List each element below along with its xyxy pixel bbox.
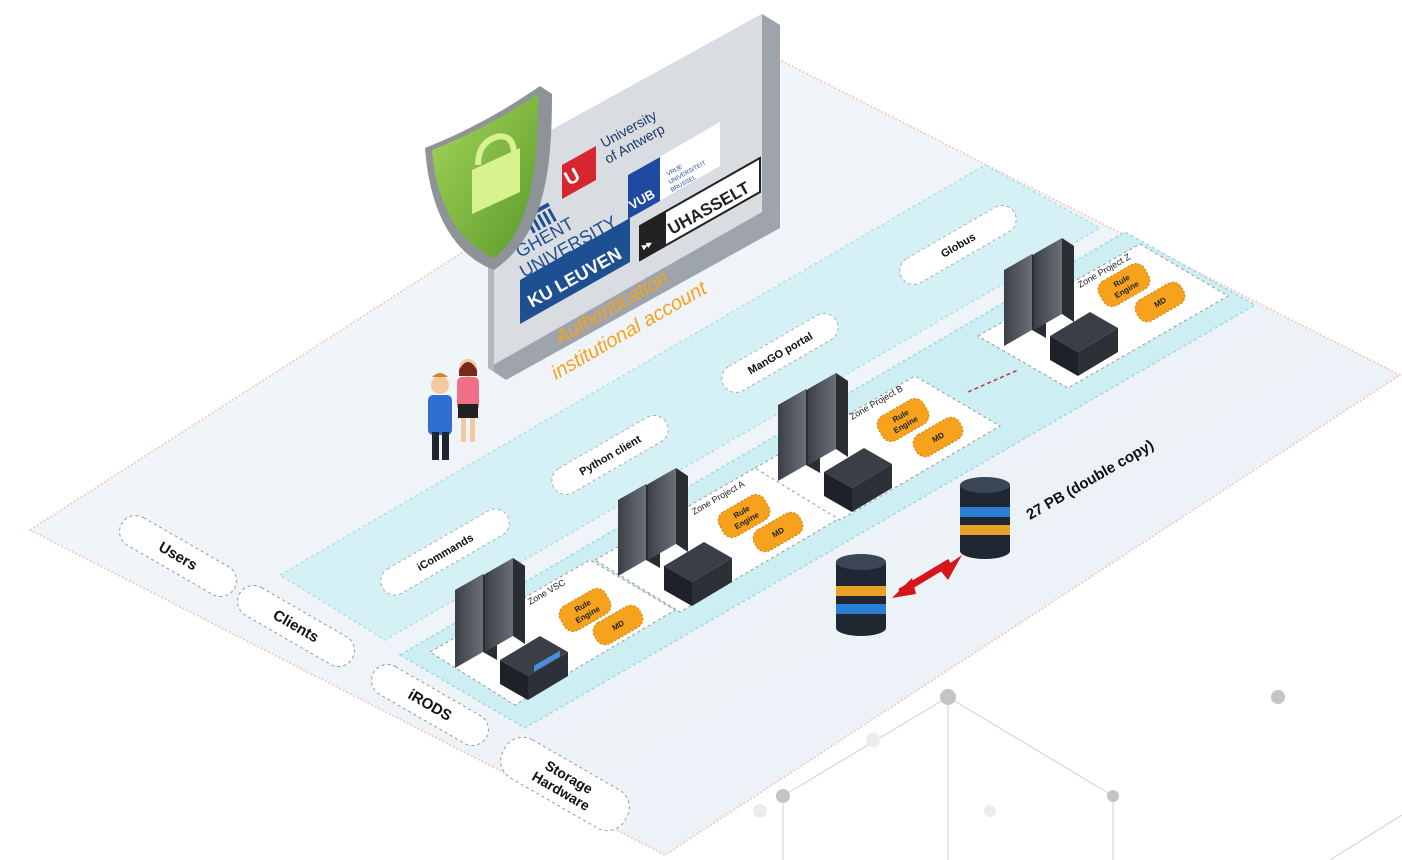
rack-icon: [618, 468, 688, 576]
zone-connector-line: [967, 369, 1019, 393]
logo-vub: VUB VRIJE UNIVERSITEIT BRUSSEL: [626, 122, 720, 219]
zone-vsc-rule-engine: Rule Engine: [558, 588, 612, 632]
zone-project-z-card: [976, 243, 1229, 389]
zone-project-b-card: [754, 375, 1001, 521]
network-decoration: [753, 689, 1402, 860]
server-icon: [664, 542, 732, 606]
rack-icon: [1004, 238, 1074, 346]
zone-project-a: Zone Project A Rule Engine MD: [594, 467, 841, 613]
zone-vsc-card: [429, 559, 676, 706]
database-icon-left: [836, 554, 886, 636]
database-icon-right: [960, 477, 1010, 559]
users-people-icon: [428, 359, 479, 460]
client-icommands: iCommands: [380, 508, 510, 596]
zone-vsc-md: MD: [592, 604, 644, 646]
zone-vsc: Zone VSC Rule Engine MD: [429, 558, 676, 706]
zone-project-z-rule-engine: Rule Engine: [1097, 263, 1151, 307]
layer-storage: Storage Hardware: [500, 736, 630, 832]
man-figure-icon: [428, 373, 452, 460]
zone-project-z: Zone Project Z Rule Engine MD: [976, 238, 1229, 389]
zone-project-b-md: MD: [912, 416, 964, 458]
replication-arrow-icon: [892, 555, 962, 598]
lock-icon: [472, 133, 520, 214]
woman-figure-icon: [457, 359, 479, 442]
server-icon: [500, 636, 568, 700]
zone-project-b: Zone Project B Rule Engine MD: [754, 373, 1001, 521]
rack-icon: [455, 558, 525, 668]
shield-icon: [425, 86, 552, 270]
server-icon: [824, 448, 892, 512]
zone-project-b-rule-engine: Rule Engine: [876, 398, 930, 442]
rack-icon: [778, 373, 848, 481]
zone-project-a-md: MD: [752, 511, 804, 553]
server-icon: [1050, 312, 1118, 376]
zone-project-a-rule-engine: Rule Engine: [717, 494, 771, 538]
zone-project-z-md: MD: [1134, 281, 1186, 323]
